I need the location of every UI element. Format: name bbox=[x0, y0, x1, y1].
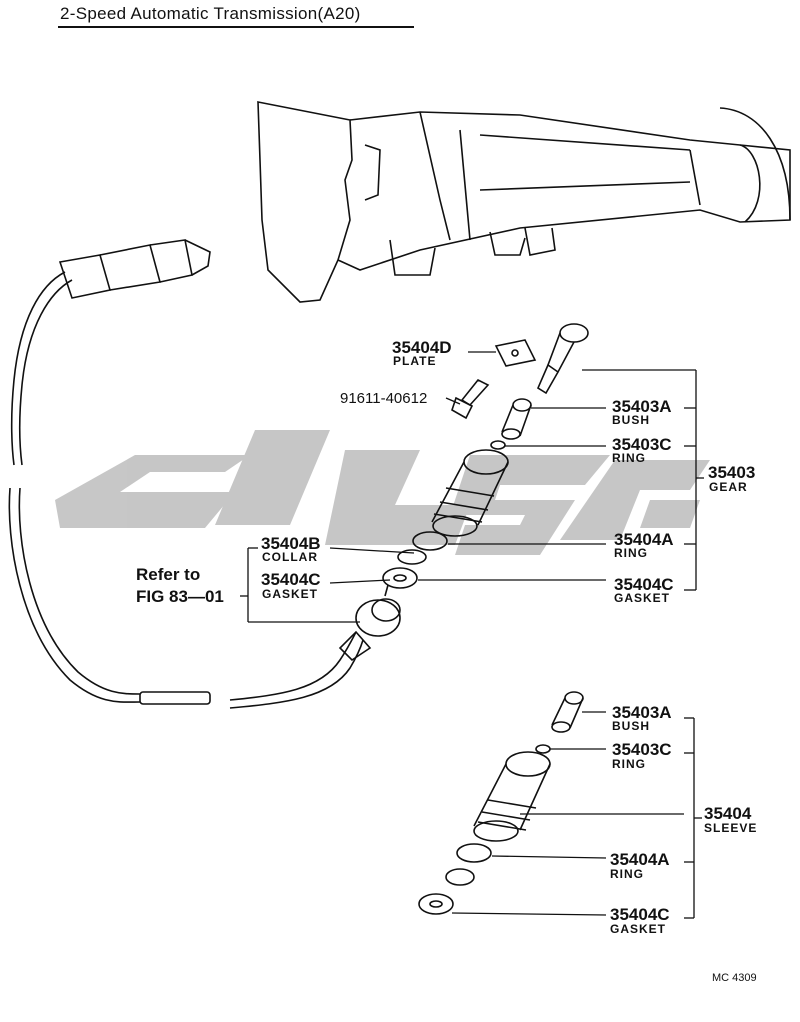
refer-line1: Refer to bbox=[136, 565, 201, 584]
transmission-housing bbox=[257, 101, 791, 303]
refer-line2: FIG 83—01 bbox=[136, 587, 224, 606]
label-35404D-name: PLATE bbox=[393, 354, 437, 368]
gasket-bottom bbox=[418, 893, 454, 915]
label-35403-number: 35403 bbox=[708, 463, 756, 482]
diagram-title: 2-Speed Automatic Transmission(A20) bbox=[60, 4, 361, 23]
label-35404D-number: 35404D bbox=[392, 338, 452, 357]
label-35403C-top-name: RING bbox=[612, 451, 646, 465]
cable-knob bbox=[338, 584, 401, 662]
title-underline bbox=[58, 26, 414, 28]
label-35404-number: 35404 bbox=[704, 804, 752, 823]
label-35403C-bottom-number: 35403C bbox=[612, 740, 672, 759]
label-35403A-bottom-name: BUSH bbox=[612, 719, 651, 733]
leader-lines bbox=[240, 351, 704, 919]
label-35404A-top-name: RING bbox=[614, 546, 648, 560]
bush-top bbox=[501, 398, 532, 440]
figure-code: MC 4309 bbox=[712, 972, 757, 984]
label-35404B-number: 35404B bbox=[261, 534, 321, 553]
bush-bottom bbox=[551, 691, 584, 733]
label-35403C-bottom-name: RING bbox=[612, 757, 646, 771]
gear-part bbox=[536, 323, 589, 395]
label-35404C-bottom-number: 35404C bbox=[610, 905, 670, 924]
label-35404A-bottom-name: RING bbox=[610, 867, 644, 881]
label-35404C-top-number: 35404C bbox=[614, 575, 674, 594]
washer-bottom bbox=[445, 868, 475, 886]
label-35403C-top-number: 35403C bbox=[612, 435, 672, 454]
label-35404A-top-number: 35404A bbox=[614, 530, 674, 549]
watermark-logo bbox=[55, 430, 710, 555]
gasket-top bbox=[382, 567, 418, 589]
ring-35404A-bottom bbox=[456, 843, 492, 863]
speedometer-cable bbox=[8, 239, 364, 709]
bolt-part bbox=[451, 378, 490, 420]
ring-35404A-top bbox=[412, 531, 448, 551]
label-35404C-top-name: GASKET bbox=[614, 591, 671, 605]
label-35403-name: GEAR bbox=[709, 480, 748, 494]
label-35404C-left-number: 35404C bbox=[261, 570, 321, 589]
ring-bottom bbox=[535, 744, 551, 754]
gear-sleeve-top bbox=[431, 449, 509, 537]
sleeve-bottom bbox=[473, 751, 551, 842]
label-35403A-top-name: BUSH bbox=[612, 413, 651, 427]
label-35403A-bottom-number: 35403A bbox=[612, 703, 672, 722]
label-91611-number: 91611-40612 bbox=[340, 390, 428, 407]
label-35404A-bottom-number: 35404A bbox=[610, 850, 670, 869]
label-35404C-bottom-name: GASKET bbox=[610, 922, 667, 936]
label-35403A-top-number: 35403A bbox=[612, 397, 672, 416]
plate-part bbox=[494, 339, 537, 367]
label-35404-name: SLEEVE bbox=[704, 821, 758, 835]
label-35404C-left-name: GASKET bbox=[262, 587, 319, 601]
label-35404B-name: COLLAR bbox=[262, 550, 318, 564]
ring-top bbox=[490, 440, 506, 450]
collar-part bbox=[397, 549, 427, 565]
